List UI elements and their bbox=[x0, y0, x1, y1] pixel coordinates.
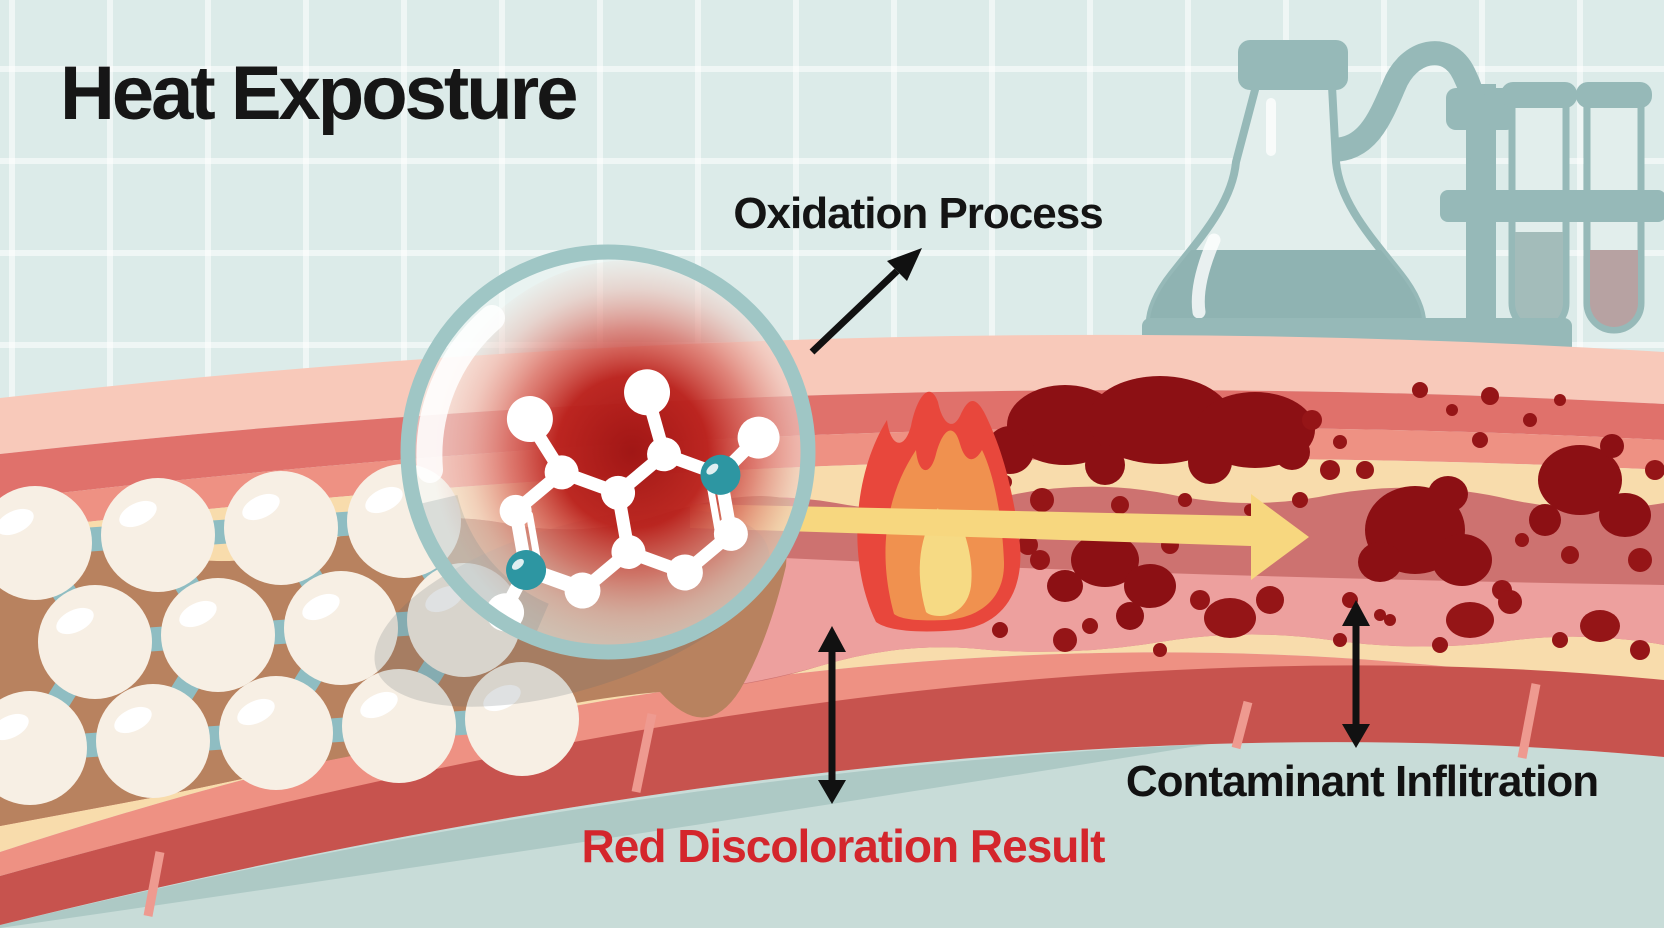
bottom-background bbox=[0, 742, 1664, 928]
oxidation-process-label: Oxidation Process bbox=[733, 189, 1103, 238]
fat-globules bbox=[0, 464, 579, 805]
glass-rim bbox=[400, 244, 816, 660]
contaminant-blobs bbox=[959, 376, 1664, 660]
test-tube-liquid bbox=[1590, 250, 1638, 327]
molecule-teal-atoms bbox=[506, 454, 741, 591]
test-tube-liquid bbox=[1515, 232, 1563, 327]
glass-highlight bbox=[416, 305, 505, 483]
brick-separators bbox=[143, 683, 1541, 917]
vessel-outer-pink-band bbox=[0, 334, 1664, 454]
contaminant-infiltration-label: Contaminant Inflitration bbox=[1125, 757, 1599, 806]
flask-stopper bbox=[1238, 40, 1348, 90]
red-result-double-arrow bbox=[818, 626, 846, 804]
molecule-atoms bbox=[486, 369, 780, 632]
vessel-brick-band bbox=[0, 665, 1664, 925]
magnifier-circle-icon bbox=[400, 244, 816, 660]
oxidation-pointer-arrow bbox=[809, 248, 922, 355]
contaminant-double-arrow bbox=[1342, 600, 1370, 748]
molecule-icon bbox=[486, 369, 780, 632]
test-tubes-icon bbox=[1440, 82, 1664, 334]
fat-globule-chain bbox=[0, 464, 579, 805]
tube-rack-bar bbox=[1440, 190, 1664, 222]
erlenmeyer-flask-icon bbox=[1146, 40, 1426, 354]
distillation-tube bbox=[1320, 41, 1491, 162]
page-title: Heat Exposture bbox=[60, 51, 578, 136]
red-discoloration-label: Red Discoloration Result bbox=[581, 820, 1106, 872]
flow-arrow-icon bbox=[690, 494, 1309, 580]
lab-glassware-icon bbox=[1142, 40, 1664, 354]
